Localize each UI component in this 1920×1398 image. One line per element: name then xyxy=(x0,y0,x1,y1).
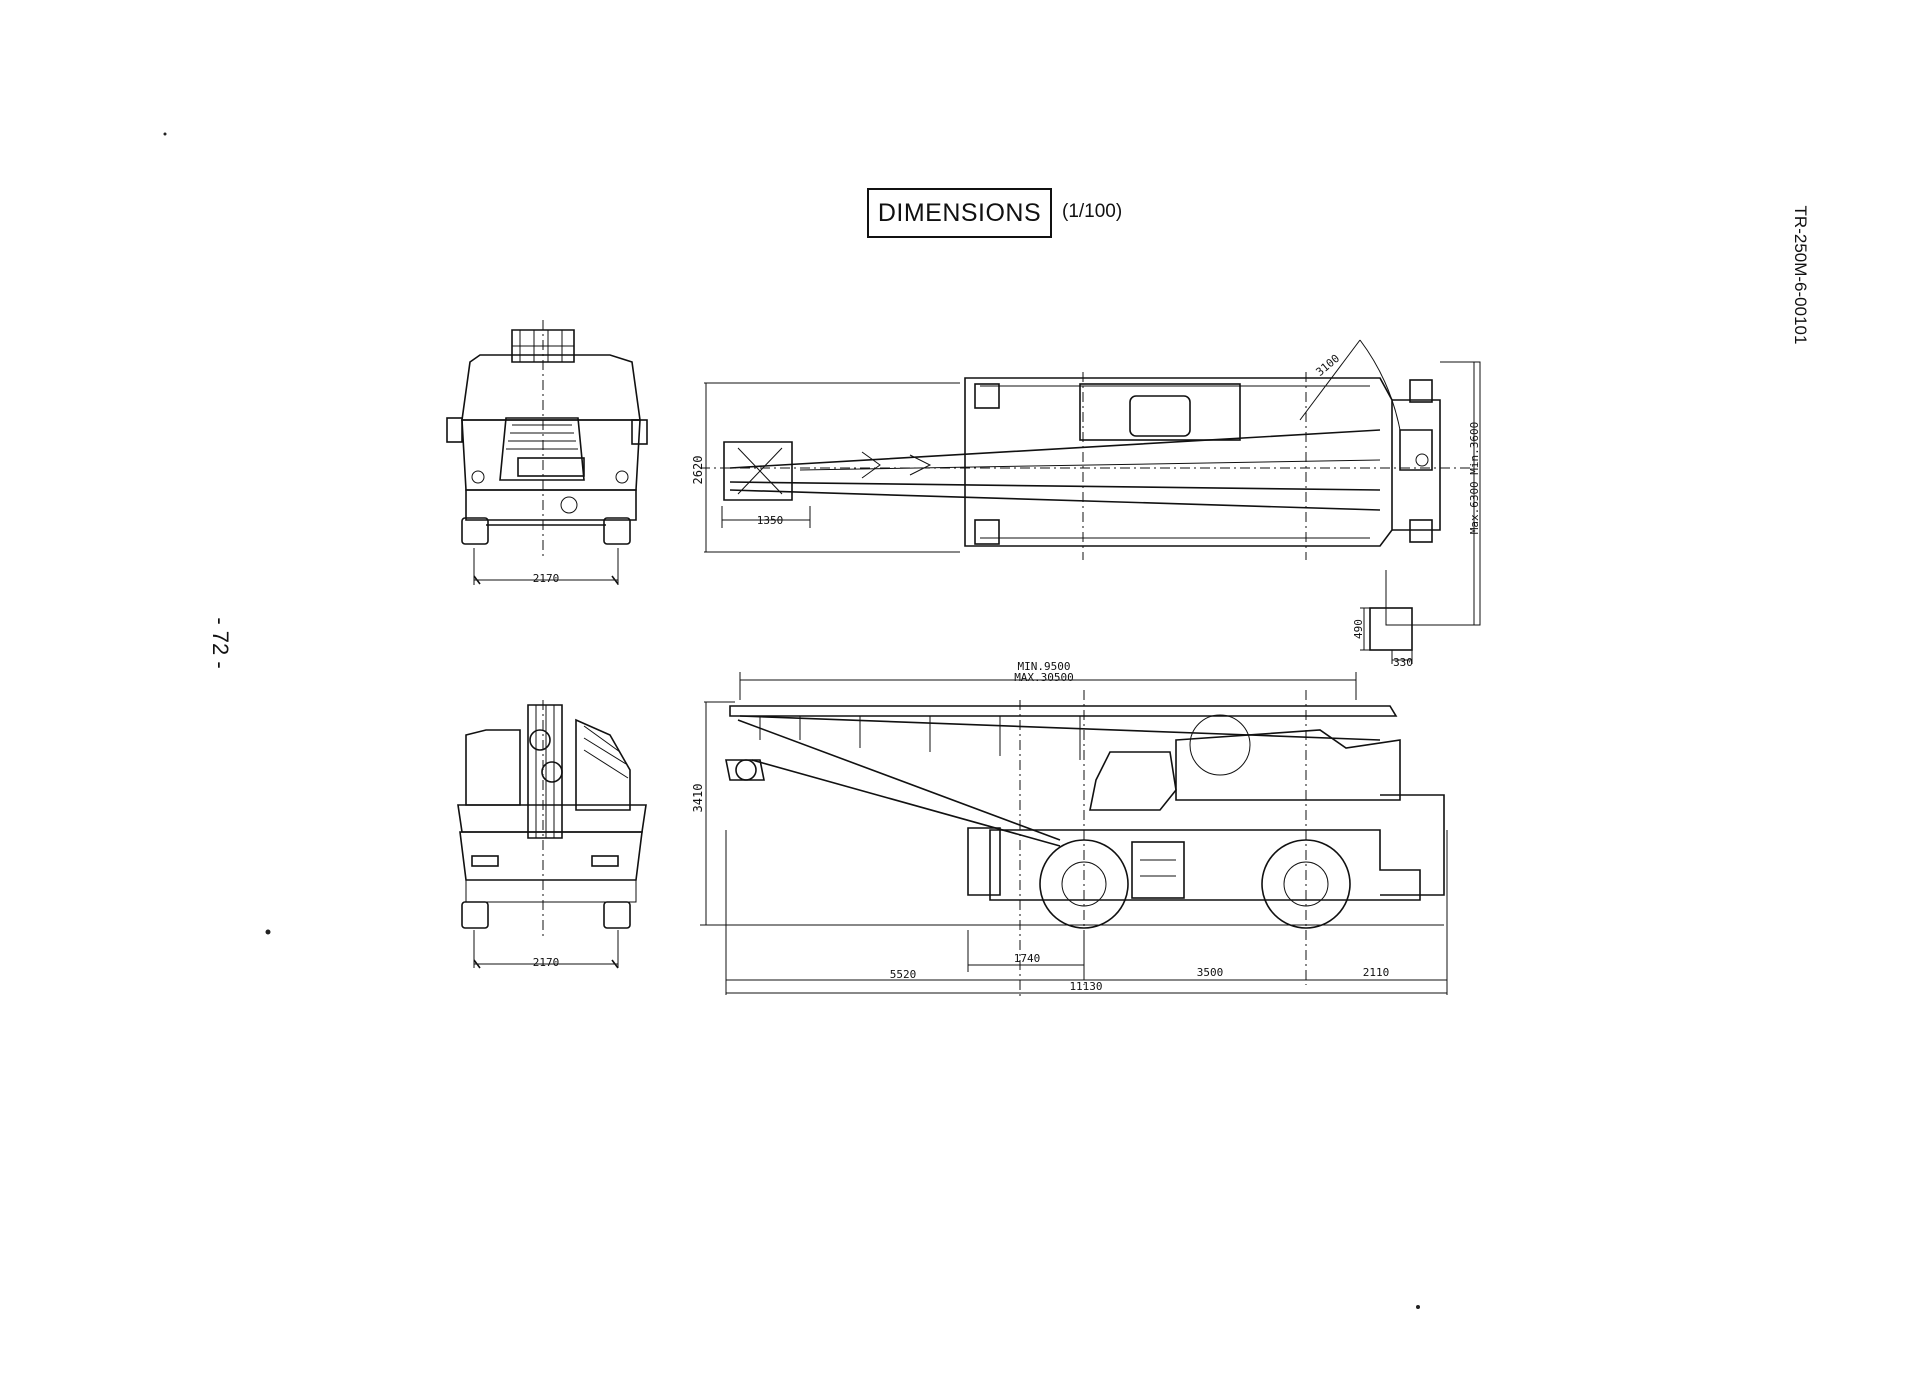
drawing-scale: (1/100) xyxy=(1062,201,1123,222)
plan-view xyxy=(700,339,1481,664)
float-height-label: 490 xyxy=(1352,619,1365,639)
outrigger-span-label: Max.6300 Min.3600 xyxy=(1468,422,1481,535)
overhang-1740-label: 1740 xyxy=(1014,952,1041,965)
overall-height-label: 3410 xyxy=(691,784,705,813)
side-view xyxy=(700,672,1448,1000)
overall-length-label: 11130 xyxy=(1069,980,1102,993)
wheelbase-label: 3500 xyxy=(1197,966,1224,979)
dim-5520-label: 5520 xyxy=(890,968,917,981)
tail-swing-radius-label: 3100 xyxy=(1313,352,1342,379)
float-width-label: 330 xyxy=(1393,656,1413,669)
boom-min-label: MIN.9500 xyxy=(1018,660,1071,673)
rear-track-width-label: 2170 xyxy=(533,956,560,969)
plan-width-label: 2620 xyxy=(691,456,705,485)
front-view xyxy=(446,320,648,585)
boom-max-label: MAX.30500 xyxy=(1014,671,1074,684)
front-track-width-label: 2170 xyxy=(533,572,560,585)
rear-overhang-label: 2110 xyxy=(1363,966,1390,979)
plan-boom-offset-label: 1350 xyxy=(757,514,784,527)
page-title: DIMENSIONS xyxy=(867,188,1052,238)
rear-view xyxy=(457,700,647,969)
